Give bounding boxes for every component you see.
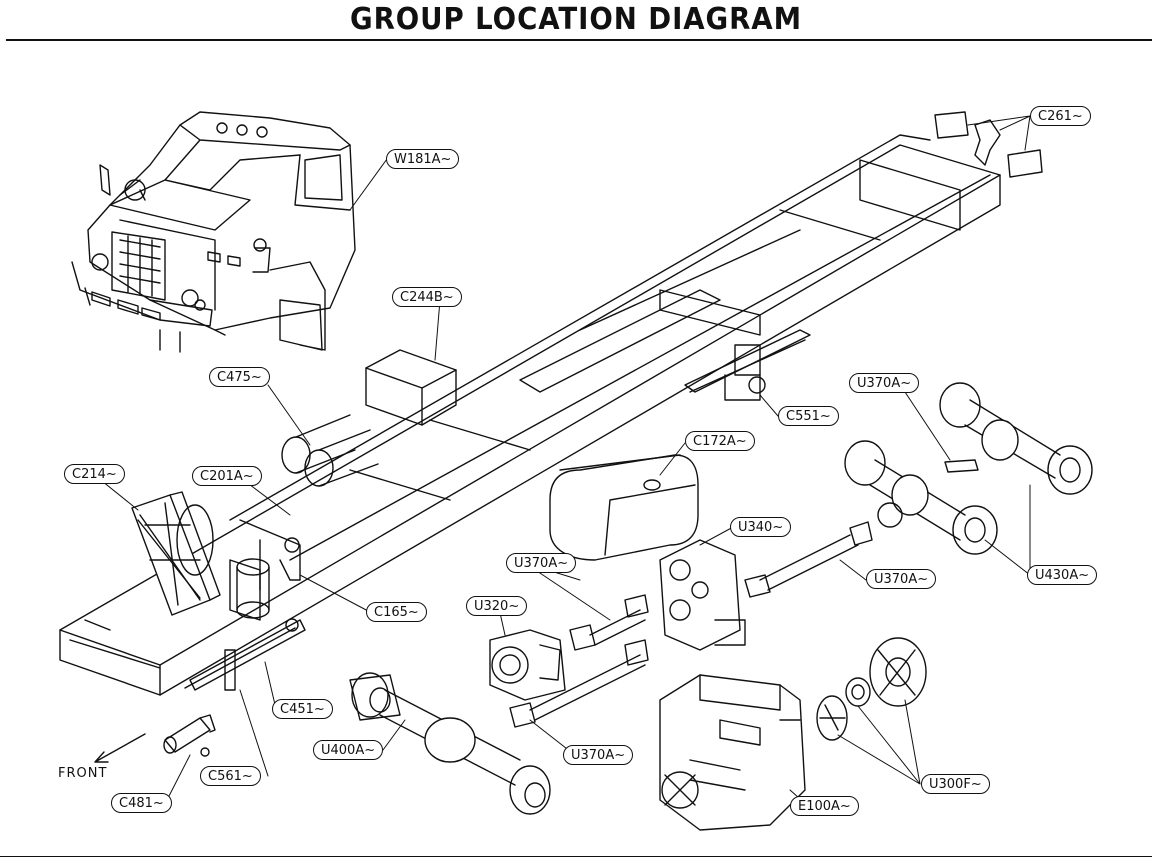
callout-u340[interactable]: U340~ — [730, 517, 792, 537]
front-direction-label: FRONT — [58, 766, 108, 781]
callout-c244b[interactable]: C244B~ — [392, 287, 462, 307]
callout-e100a[interactable]: E100A~ — [790, 796, 859, 816]
fuel-tank — [549, 454, 699, 561]
sensor-part — [163, 714, 216, 757]
air-tanks — [281, 414, 379, 487]
badge-parts — [934, 111, 1043, 178]
radiator — [131, 491, 221, 616]
callout-u370a-top[interactable]: U370A~ — [849, 373, 920, 393]
leader-lines — [96, 115, 1031, 807]
callout-u400a[interactable]: U400A~ — [313, 740, 384, 760]
callout-u300f[interactable]: U300F~ — [921, 774, 990, 794]
frame-chassis — [59, 134, 1001, 696]
title-rule — [6, 39, 1152, 41]
callout-u320[interactable]: U320~ — [466, 596, 528, 616]
callout-c165[interactable]: C165~ — [366, 602, 427, 622]
callout-c481[interactable]: C481~ — [111, 793, 172, 813]
callout-c475[interactable]: C475~ — [209, 367, 270, 387]
callout-c201a[interactable]: C201A~ — [192, 466, 262, 486]
gearbox-part — [489, 629, 566, 701]
callout-c261[interactable]: C261~ — [1030, 106, 1091, 126]
cab-illustration — [71, 111, 356, 353]
front-axle-assembly — [349, 672, 551, 815]
reservoir-tank — [236, 537, 301, 619]
callout-u370a-mid-left[interactable]: U370A~ — [506, 553, 577, 573]
engine-block — [659, 674, 806, 831]
battery-box — [365, 349, 457, 426]
callout-c551[interactable]: C551~ — [778, 406, 839, 426]
callout-u370a-bottom[interactable]: U370A~ — [563, 745, 634, 765]
transfer-case — [659, 539, 746, 651]
propeller-shafts — [509, 521, 873, 728]
callout-c214[interactable]: C214~ — [64, 464, 125, 484]
rear-axle-assembly — [844, 382, 1093, 555]
callout-w181a[interactable]: W181A~ — [386, 149, 460, 169]
callout-c561[interactable]: C561~ — [200, 766, 261, 786]
callout-u430a[interactable]: U430A~ — [1027, 565, 1098, 585]
bottom-rule — [0, 856, 1152, 857]
clutch-parts — [816, 637, 927, 741]
front-arrow — [94, 733, 146, 763]
callout-c451[interactable]: C451~ — [272, 699, 333, 719]
callout-c172a[interactable]: C172A~ — [685, 431, 755, 451]
callout-u370a-mid-right[interactable]: U370A~ — [866, 569, 937, 589]
page-title: GROUP LOCATION DIAGRAM — [350, 2, 802, 37]
